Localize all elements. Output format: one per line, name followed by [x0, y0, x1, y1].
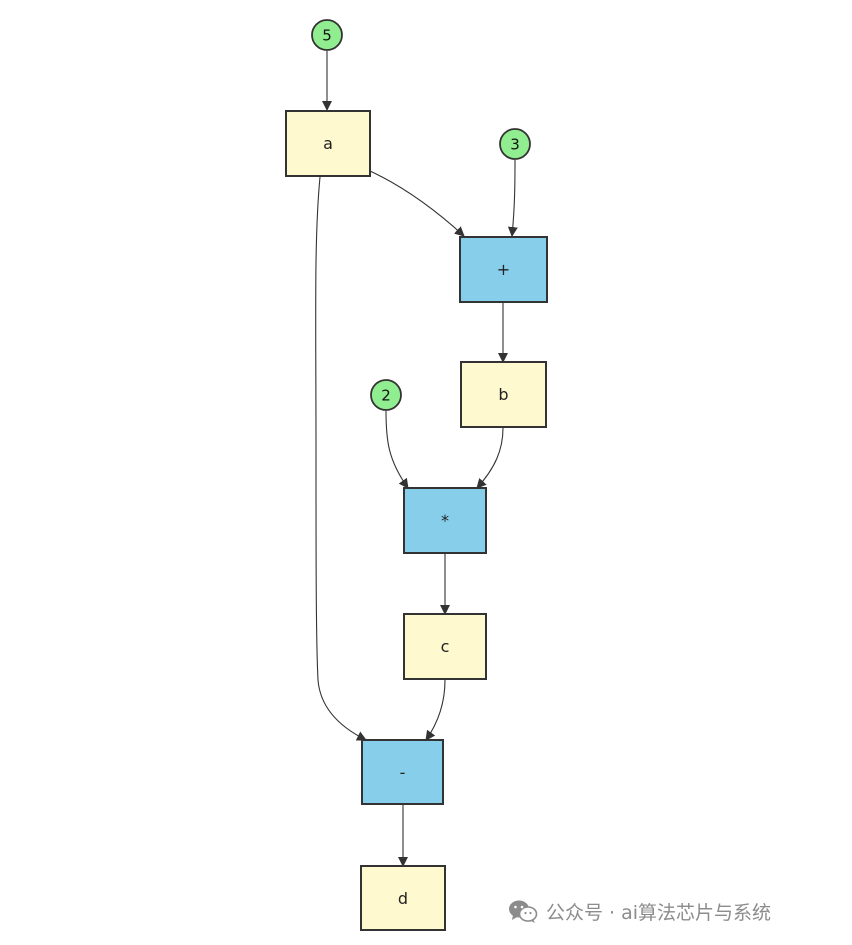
operation-label: *	[441, 511, 449, 530]
variable-label: b	[498, 385, 508, 404]
variable-label: a	[323, 134, 333, 153]
watermark: 公众号 · ai算法芯片与系统	[508, 896, 771, 926]
operation-label: -	[400, 763, 406, 782]
constant-node-2: 2	[370, 379, 402, 411]
operation-node-multiply: *	[403, 487, 487, 554]
constant-label: 3	[510, 136, 520, 154]
variable-label: d	[398, 889, 408, 908]
edge-c-to-minus	[425, 679, 446, 741]
edge-3-to-plus	[507, 159, 518, 237]
variable-node-c: c	[403, 613, 487, 680]
edges	[315, 51, 518, 867]
variable-node-a: a	[285, 110, 371, 177]
variable-node-d: d	[360, 865, 446, 931]
edge-a-to-minus	[315, 176, 367, 741]
operation-node-minus: -	[361, 739, 444, 805]
edge-b-to-mul	[476, 427, 504, 489]
constant-label: 5	[322, 27, 332, 45]
wechat-icon	[509, 900, 538, 923]
edge-2-to-mul	[385, 410, 409, 489]
constant-node-3: 3	[499, 128, 531, 160]
constant-node-5: 5	[311, 19, 343, 51]
constant-label: 2	[381, 387, 391, 405]
operation-label: +	[497, 260, 510, 279]
variable-node-b: b	[460, 361, 547, 428]
edge-a-to-plus	[369, 170, 465, 237]
watermark-text: 公众号 · ai算法芯片与系统	[546, 901, 772, 924]
variable-label: c	[441, 637, 450, 656]
operation-node-plus: +	[459, 236, 548, 303]
